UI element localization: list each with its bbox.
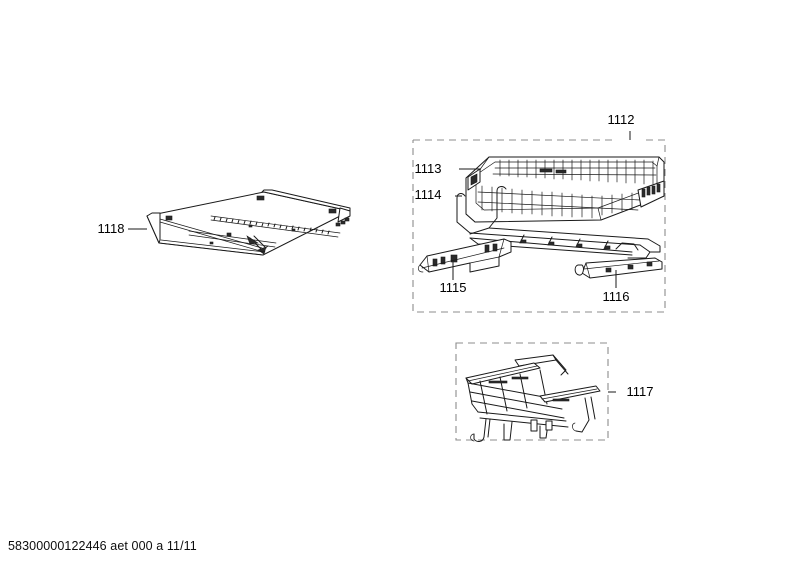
callout-label-1115: 1115 [440,280,467,295]
basket-rim-accents [539,168,567,174]
callout-1115: 1115 [440,262,467,295]
callout-1116: 1116 [603,270,630,304]
callout-label-1117: 1117 [627,384,654,399]
panel-edge-teeth [335,217,350,227]
group-box-1117 [455,342,609,441]
callout-1117: 1117 [608,384,654,399]
rail-cutouts [432,243,498,267]
part-1116-rod-rail [574,257,663,279]
basket-back-dividers [499,159,654,185]
part-1117-folding-rack [465,354,601,442]
part-1113-cutlery-basket [465,156,665,223]
callout-label-1118: 1118 [98,221,125,236]
wire-rack-clips [520,239,611,250]
callout-1114: 1114 [415,187,462,202]
callout-label-1113: 1113 [415,161,442,176]
basket-right-teeth [641,183,661,198]
group-box-1112 [412,139,666,313]
callout-label-1112: 1112 [608,112,635,127]
callout-label-1114: 1114 [415,187,442,202]
rod-clips [605,261,653,273]
panel-mount-pads [165,195,337,245]
panel-rail-hatch-a [213,216,330,235]
callout-1118: 1118 [98,221,147,236]
footer-document-code: 58300000122446 aet 000 a 11/11 [8,539,197,553]
part-1115-side-rail [417,238,512,273]
rack-shading [488,376,570,402]
callout-label-1116: 1116 [603,289,630,304]
part-1118-flat-panel [146,189,351,256]
basket-front-cells [481,185,633,219]
callout-1112: 1112 [608,112,635,140]
callout-1113: 1113 [415,161,481,176]
